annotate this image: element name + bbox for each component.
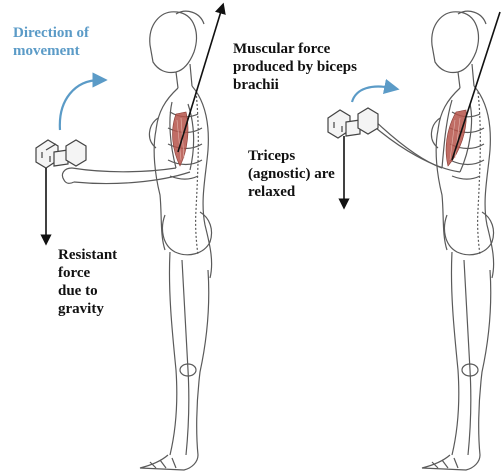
triceps-label: Triceps (agnostic) are relaxed (248, 147, 335, 201)
resistant-force-label: Resistant force due to gravity (58, 246, 117, 318)
dumbbell-left (36, 140, 86, 168)
direction-arrow-right (352, 87, 392, 102)
left-figure (62, 11, 211, 470)
biceps-muscle-left (173, 112, 188, 166)
muscular-force-arrow (178, 8, 222, 152)
dumbbell-right (328, 108, 378, 138)
direction-of-movement-label: Direction of movement (13, 24, 89, 60)
right-figure (364, 11, 493, 470)
biceps-muscle-right (446, 110, 466, 166)
direction-arrow-left (60, 80, 100, 130)
muscular-force-label: Muscular force produced by biceps brachi… (233, 40, 357, 94)
